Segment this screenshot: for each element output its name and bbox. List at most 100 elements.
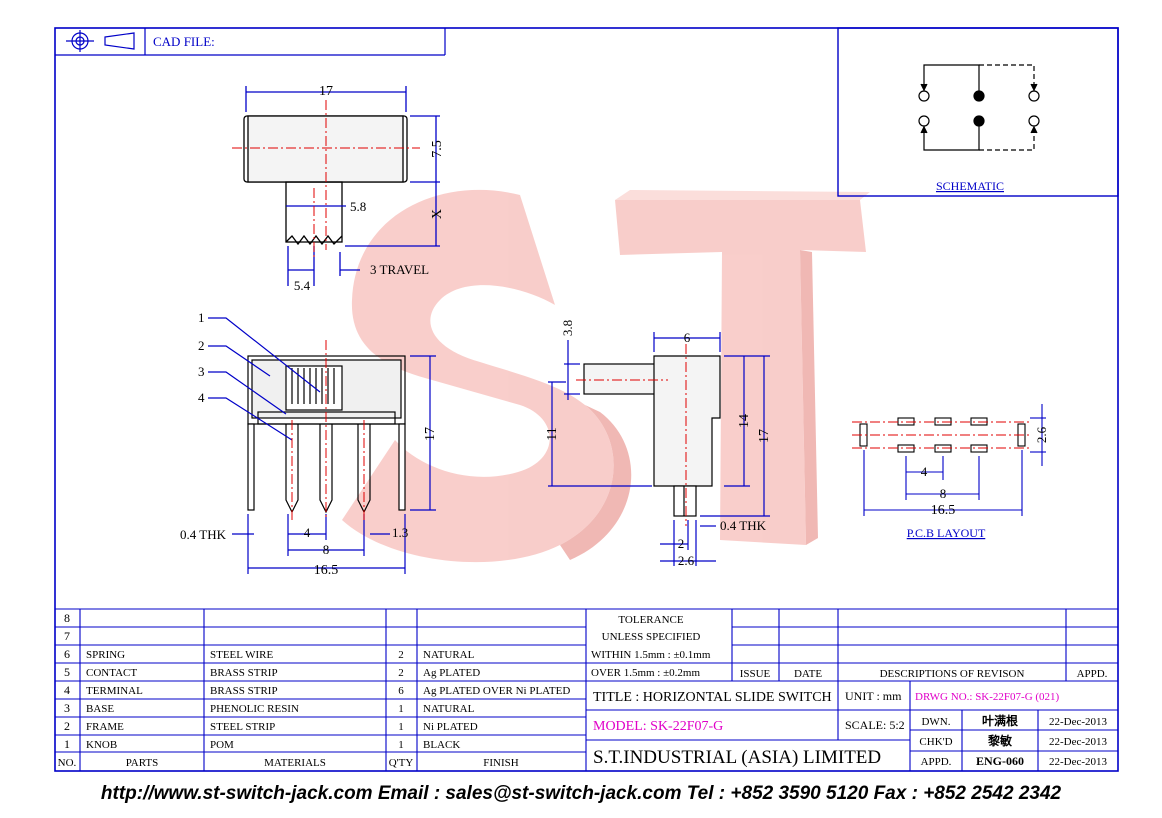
dim-front-height: 17 — [423, 427, 438, 441]
dim-pcb-height: 2.6 — [1034, 426, 1049, 443]
header-finish: FINISH — [483, 757, 519, 769]
tolerance-block: TOLERANCE UNLESS SPECIFIED WITHIN 1.5mm … — [591, 614, 711, 679]
scale-label: SCALE: 5:2 — [845, 718, 905, 732]
dim-side-pin: 2 — [678, 536, 685, 551]
cell-part: CONTACT — [86, 667, 137, 679]
table-row: 8 — [64, 611, 70, 625]
dim-front-pitch: 4 — [304, 525, 311, 540]
pcb-layout — [859, 404, 1046, 516]
company-name: S.T.INDUSTRIAL (ASIA) LIMITED — [593, 747, 881, 768]
pcb-centerlines — [852, 421, 1032, 449]
appd-name: ENG-060 — [976, 754, 1024, 768]
cell-finish: Ag PLATED — [423, 667, 480, 679]
chk-date: 22-Dec-2013 — [1049, 736, 1108, 748]
dim-side-width: 6 — [684, 330, 691, 345]
cell-no: 5 — [64, 665, 70, 679]
cell-material: STEEL WIRE — [210, 649, 274, 661]
cell-no: 7 — [64, 629, 70, 643]
dim-side-top: 3.8 — [560, 320, 575, 336]
tolerance-title: TOLERANCE — [618, 614, 683, 626]
cell-qty: 2 — [398, 667, 404, 679]
chk-label: CHK'D — [919, 736, 952, 748]
cell-no: 4 — [64, 683, 70, 697]
appd-label: APPD. — [921, 756, 952, 768]
cell-no: 3 — [64, 701, 70, 715]
appd-date: 22-Dec-2013 — [1049, 756, 1108, 768]
dim-front-span: 8 — [323, 542, 330, 557]
table-row: 6 SPRING STEEL WIRE 2 NATURAL — [64, 647, 475, 661]
header-strip — [55, 28, 446, 56]
title-block: TITLE : HORIZONTAL SLIDE SWITCH UNIT : m… — [593, 689, 1108, 768]
dim-top-width: 17 — [319, 84, 333, 99]
dim-travel: 3 TRAVEL — [370, 262, 429, 277]
side-view — [548, 332, 770, 566]
cell-no: 8 — [64, 611, 70, 625]
dwn-label: DWN. — [921, 716, 950, 728]
dwn-name: 叶满根 — [982, 713, 1018, 728]
tolerance-subtitle: UNLESS SPECIFIED — [602, 631, 701, 643]
tolerance-within: WITHIN 1.5mm : ±0.1mm — [591, 649, 711, 661]
dim-pcb-width: 16.5 — [931, 503, 956, 518]
cad-file-label: CAD FILE: — [153, 34, 215, 49]
callout-4: 4 — [198, 390, 205, 405]
table-row: 4 TERMINAL BRASS STRIP 6 Ag PLATED OVER … — [64, 683, 570, 697]
dim-side-height-11: 11 — [545, 427, 560, 440]
cell-no: 1 — [64, 737, 70, 751]
revision-approved: APPD. — [1077, 668, 1108, 680]
cell-material: STEEL STRIP — [210, 721, 275, 733]
cell-no: 6 — [64, 647, 70, 661]
revision-date: DATE — [794, 668, 822, 680]
cell-material: BRASS STRIP — [210, 667, 278, 679]
cell-part: TERMINAL — [86, 685, 143, 697]
cell-qty: 1 — [398, 703, 404, 715]
dim-actuator-pitch: 5.4 — [294, 278, 311, 293]
projection-icon — [66, 30, 135, 52]
model-number: MODEL: SK-22F07-G — [593, 719, 723, 734]
contact-footer: http://www.st-switch-jack.com Email : sa… — [100, 783, 1062, 804]
callout-2: 2 — [198, 338, 205, 353]
revision-description: DESCRIPTIONS OF REVISON — [880, 668, 1025, 680]
dim-side-pin-pitch: 2.6 — [678, 553, 695, 568]
dim-side-thk: 0.4 THK — [720, 518, 767, 533]
cell-material: PHENOLIC RESIN — [210, 703, 299, 715]
drawing-title: TITLE : HORIZONTAL SLIDE SWITCH — [593, 690, 832, 705]
table-header: NO. PARTS MATERIALS Q'TY FINISH — [58, 757, 519, 769]
cell-finish: BLACK — [423, 739, 460, 751]
cell-no: 2 — [64, 719, 70, 733]
cell-finish: Ni PLATED — [423, 721, 478, 733]
callout-3: 3 — [198, 364, 205, 379]
cell-qty: 6 — [398, 685, 404, 697]
unit-label: UNIT : mm — [845, 689, 902, 703]
schematic-diagram — [918, 64, 1040, 151]
st-watermark: ST — [342, 189, 870, 563]
header-materials: MATERIALS — [264, 757, 326, 769]
cell-material: POM — [210, 739, 234, 751]
dim-top-height: 7.5 — [430, 140, 445, 158]
cell-part: SPRING — [86, 649, 125, 661]
cell-part: KNOB — [86, 739, 117, 751]
table-grid — [55, 608, 1118, 771]
dim-front-width: 16.5 — [314, 563, 339, 578]
dim-actuator: 5.8 — [350, 199, 366, 214]
header-parts: PARTS — [126, 757, 159, 769]
cell-finish: Ag PLATED OVER Ni PLATED — [423, 685, 570, 697]
side-view-centerlines — [576, 344, 687, 526]
top-view-centerlines — [232, 100, 420, 258]
cell-qty: 2 — [398, 649, 404, 661]
cell-part: BASE — [86, 703, 114, 715]
cell-material: BRASS STRIP — [210, 685, 278, 697]
callout-1: 1 — [198, 310, 205, 325]
cell-qty: 1 — [398, 721, 404, 733]
cell-qty: 1 — [398, 739, 404, 751]
dim-pcb-span: 8 — [940, 486, 947, 501]
cell-part: FRAME — [86, 721, 124, 733]
dwn-date: 22-Dec-2013 — [1049, 716, 1108, 728]
dim-front-thk: 0.4 THK — [180, 527, 227, 542]
schematic-label: SCHEMATIC — [936, 179, 1004, 193]
table-row: 7 — [64, 629, 70, 643]
pcb-layout-label: P.C.B LAYOUT — [907, 526, 986, 540]
dim-side-height-14: 14 — [737, 414, 752, 428]
header-qty: Q'TY — [389, 757, 414, 769]
schematic-box — [837, 27, 1119, 197]
